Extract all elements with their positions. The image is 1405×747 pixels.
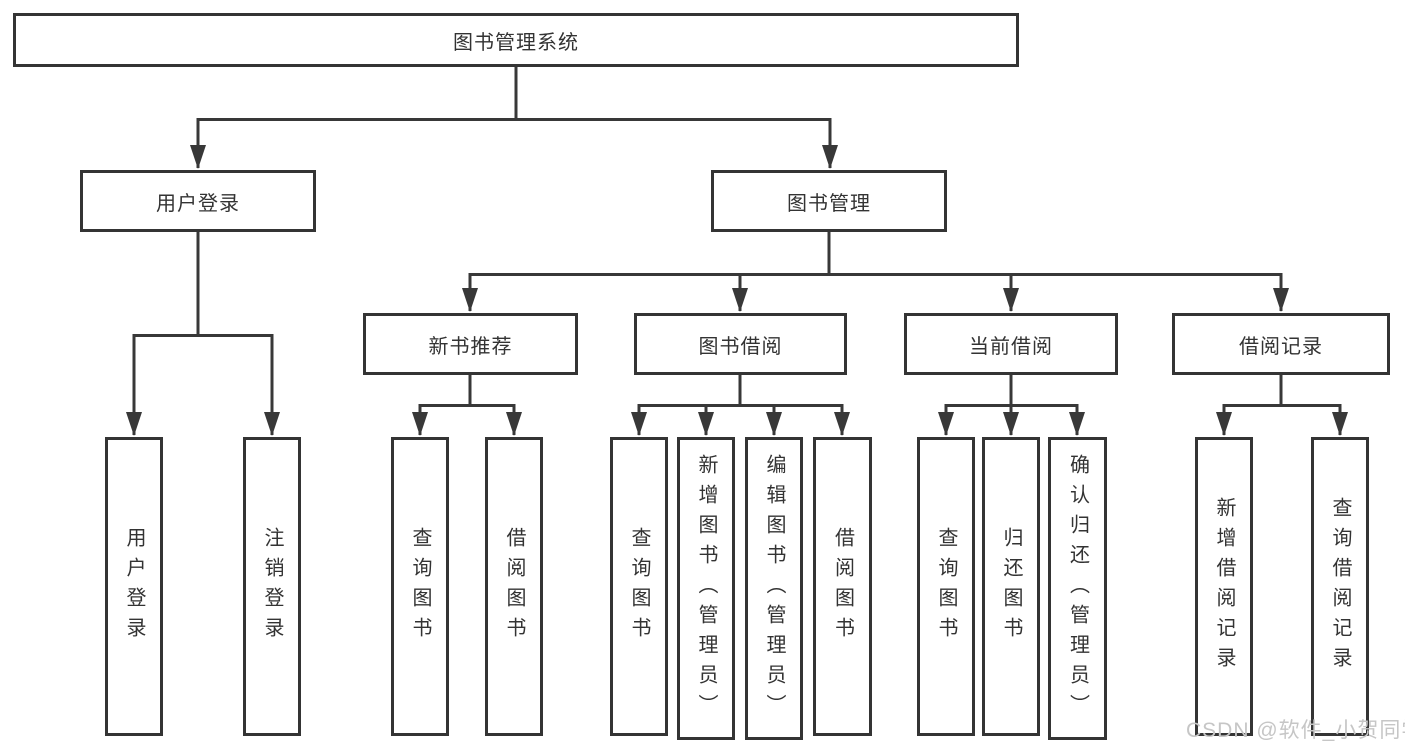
leaf-recommend-borrow-books: 借阅图书 xyxy=(485,437,543,736)
leaf-borrowing-borrow-books: 借阅图书 xyxy=(813,437,872,736)
leaf-records-add-record: 新增借阅记录 xyxy=(1195,437,1253,736)
leaf-borrowing-query-books: 查询图书 xyxy=(610,437,668,736)
node-system-root: 图书管理系统 xyxy=(13,13,1019,67)
node-user-login: 用户登录 xyxy=(80,170,316,232)
leaf-recommend-query-books: 查询图书 xyxy=(391,437,449,736)
node-borrowing-records: 借阅记录 xyxy=(1172,313,1390,375)
leaf-records-query-record: 查询借阅记录 xyxy=(1311,437,1369,736)
leaf-borrowing-add-books-admin: 新增图书（管理员） xyxy=(677,437,735,740)
node-current-borrowing: 当前借阅 xyxy=(904,313,1118,375)
leaf-user-login: 用户登录 xyxy=(105,437,163,736)
leaf-borrowing-edit-books-admin: 编辑图书（管理员） xyxy=(745,437,803,740)
leaf-current-return-books: 归还图书 xyxy=(982,437,1040,736)
node-book-borrowing: 图书借阅 xyxy=(634,313,847,375)
node-new-book-recommend: 新书推荐 xyxy=(363,313,578,375)
leaf-current-query-books: 查询图书 xyxy=(917,437,975,736)
csdn-watermark: CSDN @软件_小贺同学 xyxy=(1186,719,1405,742)
leaf-logout-login: 注销登录 xyxy=(243,437,301,736)
leaf-current-confirm-return-admin: 确认归还（管理员） xyxy=(1048,437,1107,740)
node-book-management: 图书管理 xyxy=(711,170,947,232)
